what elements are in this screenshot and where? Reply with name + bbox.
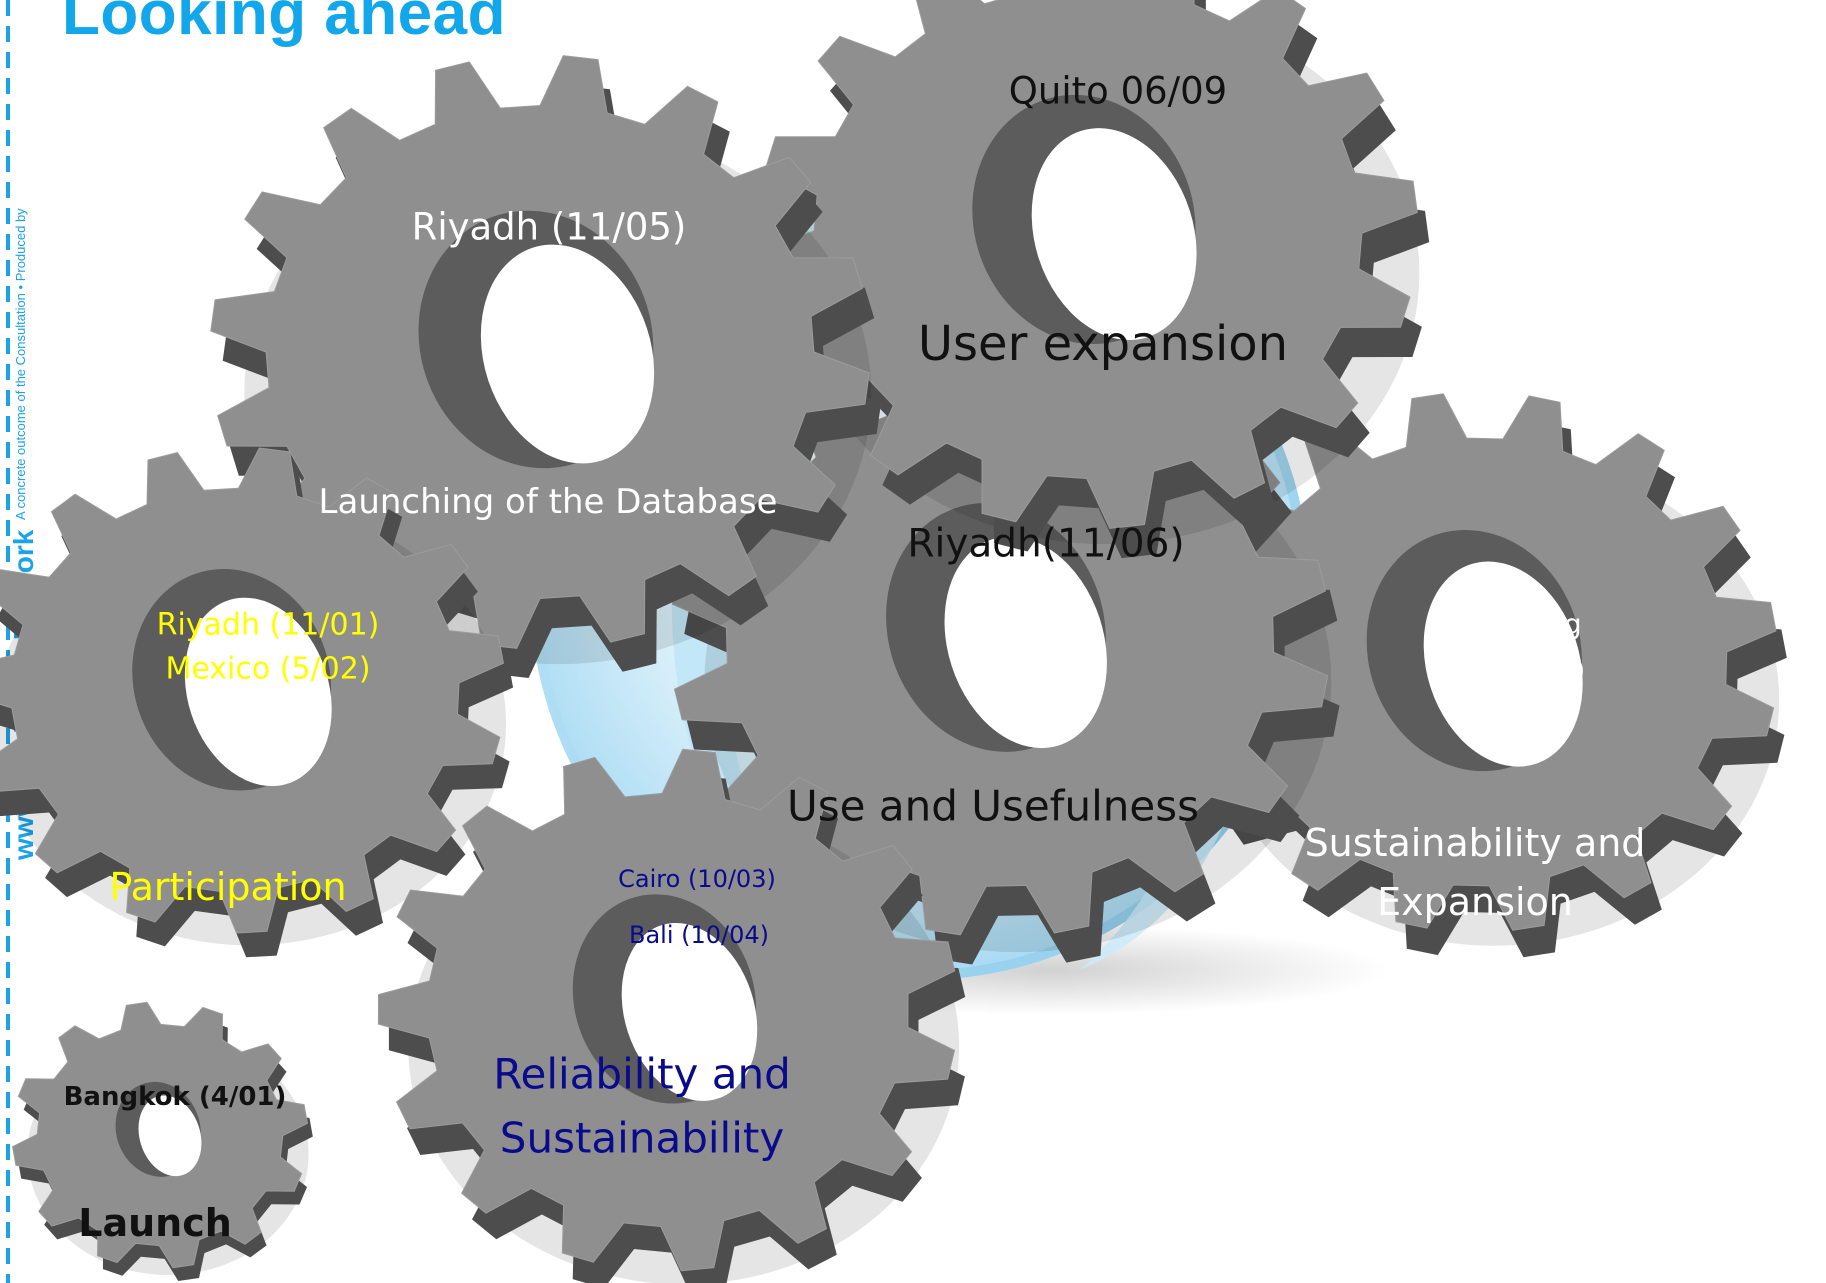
gear-participation-phase: Participation	[109, 865, 347, 909]
gear-reliability-phase-1: Reliability and	[493, 1049, 791, 1099]
gear-participation	[0, 447, 514, 958]
gear-sustainability-phase-2: Expansion	[1377, 880, 1573, 924]
gear-expansion-phase: User expansion	[917, 316, 1289, 372]
gear-reliability-date-2: Bali (10/04)	[628, 921, 770, 949]
gear-use-date: Riyadh(11/06)	[907, 521, 1185, 567]
gear-participation-date-2: Mexico (5/02)	[165, 651, 371, 687]
slide-title: Looking ahead	[62, 0, 506, 48]
gear-expansion-date: Quito 06/09	[1008, 69, 1228, 113]
gear-database-date: Riyadh (11/05)	[411, 205, 687, 249]
gear-launch-phase: Launch	[78, 1201, 232, 1245]
gear-expansion	[758, 0, 1430, 559]
gear-reliability	[377, 748, 966, 1283]
sidebar-dashed-border	[6, 0, 10, 1283]
gears-layer	[0, 0, 1787, 1283]
gear-database-phase: Launching of the Database	[318, 482, 778, 522]
gear-sustainability-date-2: (10/11)	[1482, 653, 1586, 687]
gear-sustainability	[1179, 393, 1787, 958]
gear-reliability-date-1: Cairo (10/03)	[618, 865, 776, 893]
gear-launch	[12, 1001, 313, 1281]
gear-participation-date-1: Riyadh (11/01)	[156, 607, 380, 643]
gear-sustainability-date-1: Beijing	[1486, 607, 1582, 641]
gear-reliability-phase-2: Sustainability	[499, 1113, 785, 1163]
gear-database	[210, 55, 882, 678]
gear-launch-date: Bangkok (4/01)	[63, 1082, 287, 1112]
gear-sustainability-phase-1: Sustainability and	[1304, 821, 1646, 865]
gear-use-phase: Use and Usefulness	[787, 781, 1199, 831]
